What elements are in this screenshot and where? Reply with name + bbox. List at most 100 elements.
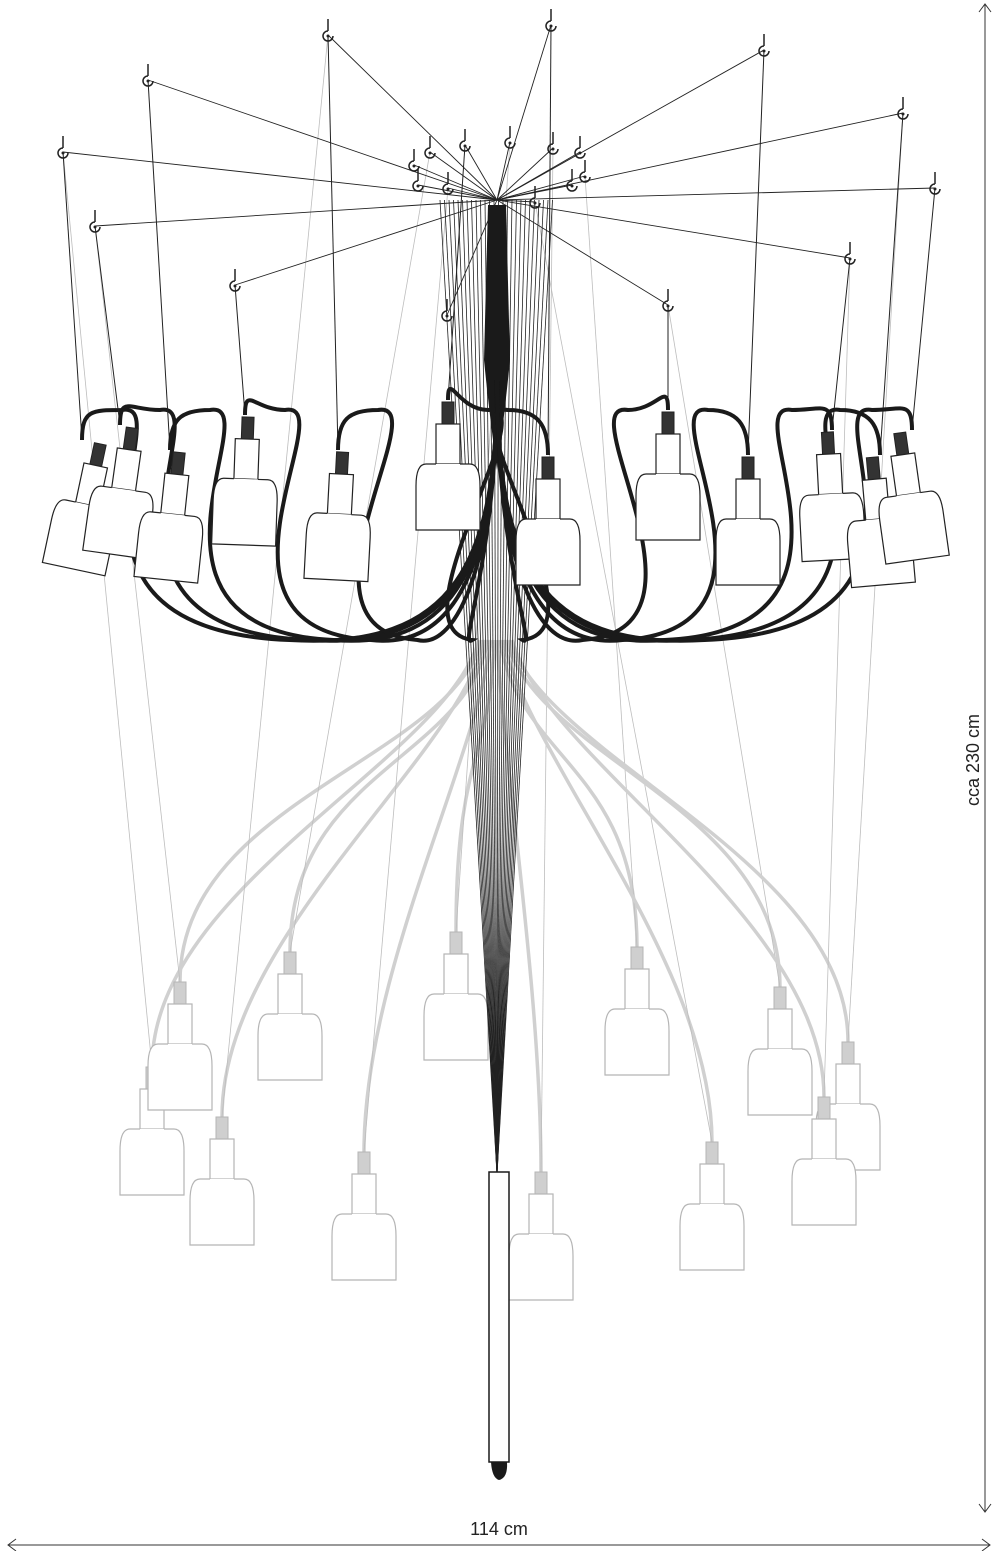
lowered-lamp <box>189 1116 255 1246</box>
lowered-lamp <box>257 951 323 1081</box>
suspension-wire <box>831 257 851 431</box>
height-label: cca 230 cm <box>963 714 983 806</box>
lowered-lamp-cord <box>288 639 490 953</box>
ceiling-hook-icon <box>566 169 578 192</box>
ceiling-hook-icon <box>929 172 941 195</box>
ceiling-hook-icon <box>579 160 591 183</box>
ceiling-hook-icon <box>662 289 674 312</box>
raised-lamp-cord <box>445 379 504 643</box>
lowered-lamp-cord <box>495 639 543 1173</box>
suspension-wire <box>327 34 339 451</box>
hook-wire <box>413 164 498 201</box>
bundle-wire <box>496 199 531 1176</box>
raised-lamp-cord <box>336 379 499 643</box>
bundle-wire <box>496 199 522 1176</box>
ceiling-hook-icon <box>897 97 909 120</box>
height-arrow-bottom <box>978 1503 992 1513</box>
bundle-wire <box>462 199 498 1176</box>
suspension-wire <box>221 34 329 1118</box>
bundle-wire <box>496 199 549 1176</box>
bundle-wire <box>496 199 526 1176</box>
raised-lamp <box>82 426 154 560</box>
suspension-wire <box>363 187 449 1153</box>
central-stem-layer <box>488 1171 510 1480</box>
stem-cap <box>491 1462 508 1480</box>
bundle-wire <box>457 199 498 1176</box>
dimensions: 114 cm cca 230 cm <box>7 3 992 1551</box>
hook-wire <box>496 24 552 201</box>
hook-wire <box>496 147 554 201</box>
bundle-wire <box>496 199 517 1176</box>
bundle-wire <box>496 199 544 1176</box>
suspension-wire <box>584 175 638 948</box>
hook-wire <box>327 34 498 201</box>
hook-wire <box>429 151 498 201</box>
width-label: 114 cm <box>470 1519 528 1539</box>
lowered-lamp <box>679 1141 745 1271</box>
ceiling-hook-icon <box>758 34 770 57</box>
suspension-wire <box>823 257 851 1098</box>
raised-lamp <box>415 401 481 531</box>
bundle-wire <box>448 199 498 1176</box>
hook-wire <box>496 199 669 306</box>
ceiling-hook-icon <box>408 149 420 172</box>
raised-lamp <box>878 431 950 565</box>
lowered-lamp-cord <box>498 639 639 948</box>
suspension-wire <box>667 304 781 988</box>
suspension-wire <box>62 151 83 441</box>
bundle-wire <box>480 199 498 1176</box>
suspension-wire <box>534 201 713 1143</box>
ceiling-hook-icon <box>545 9 557 32</box>
hook-wire <box>447 187 498 201</box>
lowered-lamp <box>331 1151 397 1281</box>
ceiling-hook-icon <box>441 299 453 322</box>
hook-wire <box>496 187 936 201</box>
hook-wire <box>464 144 498 201</box>
ceiling-hook-icon <box>229 269 241 292</box>
lowered-lamps-layer <box>62 34 904 1301</box>
width-arrow-right <box>981 1538 991 1551</box>
ceiling-hook-icon <box>89 210 101 233</box>
central-stem <box>488 1171 510 1463</box>
hook-wire <box>496 112 904 201</box>
ceiling-hook-icon <box>529 186 541 209</box>
lowered-lamp-cord <box>510 639 826 1098</box>
hook-wire <box>496 141 511 201</box>
lowered-lamp <box>791 1096 857 1226</box>
suspension-wire <box>62 151 153 1068</box>
height-arrow-top <box>978 3 992 13</box>
lowered-lamp <box>604 946 670 1076</box>
raised-lamp <box>211 416 278 547</box>
ceiling-hook-icon <box>412 169 424 192</box>
bundle-wire <box>496 199 553 1176</box>
cord-bundle <box>484 205 510 470</box>
ceiling-hook-icon <box>142 64 154 87</box>
hook-wire <box>496 175 586 201</box>
raised-lamps-layer <box>41 9 950 1176</box>
ceiling-hook-icon <box>57 136 69 159</box>
ceiling-hook-icon <box>574 136 586 159</box>
bundle-wire <box>466 199 498 1176</box>
ceiling-hook-icon <box>442 172 454 195</box>
bundle-wire <box>439 199 498 1176</box>
raised-lamp <box>715 456 781 586</box>
lowered-lamp <box>508 1171 574 1301</box>
bundle-wire <box>444 199 498 1176</box>
bundle-wire <box>453 199 498 1176</box>
raised-lamp <box>515 456 581 586</box>
lowered-lamp <box>423 931 489 1061</box>
suspension-wire <box>234 284 246 416</box>
bundle-wire <box>496 199 535 1176</box>
hook-wire <box>62 151 498 201</box>
lowered-lamp-cord <box>507 639 850 1043</box>
raised-lamp <box>635 411 701 541</box>
raised-lamp-cord <box>492 379 551 643</box>
lowered-lamp-cord <box>504 639 782 988</box>
ceiling-hook-icon <box>547 132 559 155</box>
ceiling-hook-icon <box>322 19 334 42</box>
hook-wire <box>147 79 498 201</box>
lowered-lamp <box>147 981 213 1111</box>
bundle-wire <box>471 199 498 1176</box>
